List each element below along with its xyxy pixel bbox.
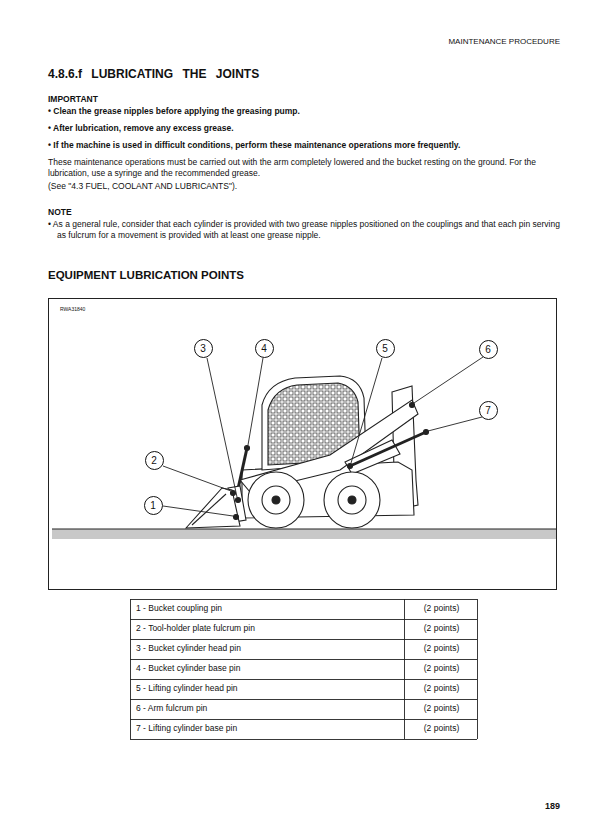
note-bullet: • As a general rule, consider that each … [48,219,569,240]
table-rule [130,639,477,640]
callout-text: 4 [261,343,267,354]
callout-text: 7 [485,405,491,416]
table-rule [130,619,477,620]
figure-code: RWA31840 [60,306,85,312]
table-cell: (2 points) [408,663,475,674]
table-cell: 5 - Lifting cylinder head pin [136,683,400,694]
important-bullet: • After lubrication, remove any excess g… [48,123,558,134]
callout-text: 2 [151,455,157,466]
callout-text: 6 [485,344,491,355]
callout-number: 6 [479,340,498,359]
table-cell: (2 points) [408,623,475,634]
table-rule [130,699,477,700]
callout-text: 5 [382,343,388,354]
running-header: MAINTENANCE PROCEDURE [430,37,560,47]
table-rule [130,719,477,720]
table-cell: (2 points) [408,723,475,734]
table-cell: (2 points) [408,703,475,714]
section-title: 4.8.6.f LUBRICATING THE JOINTS [48,67,548,82]
table-cell: 3 - Bucket cylinder head pin [136,643,400,654]
page-number: 189 [530,801,560,812]
callout-text: 3 [200,343,206,354]
table-rule [477,599,478,739]
table-cell: 1 - Bucket coupling pin [136,603,400,614]
callout-number: 1 [144,496,163,515]
important-bullet: • Clean the grease nipples before applyi… [48,106,558,117]
table-cell: (2 points) [408,603,475,614]
table-cell: 6 - Arm fulcrum pin [136,703,400,714]
callout-number: 4 [255,339,274,358]
figure-heading: EQUIPMENT LUBRICATION POINTS [48,268,244,282]
important-heading: IMPORTANT [48,94,98,105]
table-rule [130,599,131,739]
body-paragraph: (See "4.3 FUEL, COOLANT AND LUBRICANTS")… [48,181,564,192]
table-cell: (2 points) [408,643,475,654]
table-cell: 2 - Tool-holder plate fulcrum pin [136,623,400,634]
body-paragraph: These maintenance operations must be car… [48,157,564,178]
callout-number: 3 [194,339,213,358]
table-cell: 4 - Bucket cylinder base pin [136,663,400,674]
callout-text: 1 [150,500,156,511]
important-bullet: • If the machine is used in difficult co… [48,140,568,151]
table-rule [404,599,405,739]
callout-number: 7 [479,401,498,420]
table-rule [130,659,477,660]
table-cell: (2 points) [408,683,475,694]
callout-number: 2 [145,451,164,470]
table-rule [130,599,477,600]
note-heading: NOTE [48,207,72,218]
table-cell: 7 - Lifting cylinder base pin [136,723,400,734]
table-rule [130,679,477,680]
table-rule [130,739,477,740]
callout-number: 5 [376,339,395,358]
